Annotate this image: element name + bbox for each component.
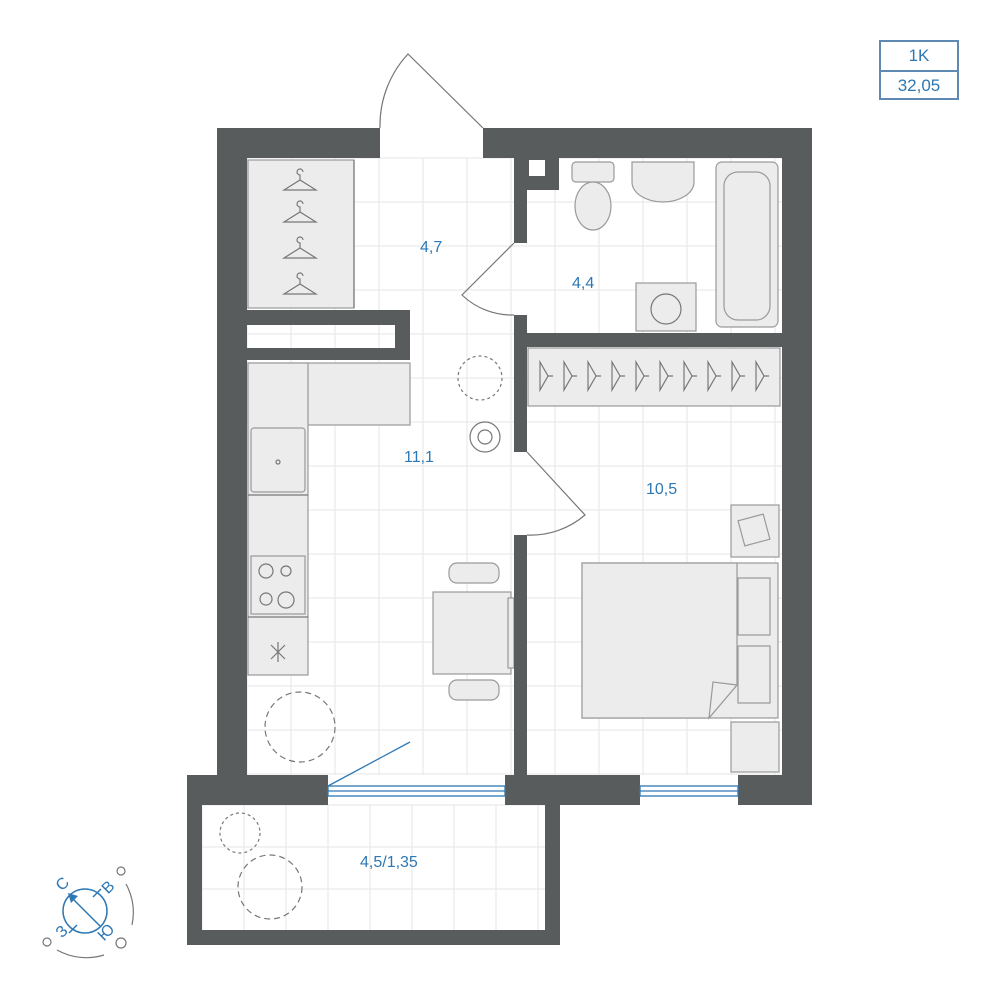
room-area-hallway: 4,7 [420, 239, 442, 256]
apartment-badge: 1K 32,05 [879, 40, 959, 100]
apartment-area: 32,05 [897, 76, 941, 95]
door-swings [379, 53, 586, 536]
dining-table [432, 562, 515, 701]
room-area-balcony: 4,5/1,35 [360, 854, 418, 871]
kitchen-counter [247, 362, 411, 676]
windows [327, 741, 739, 797]
walls [187, 128, 812, 945]
toilet-icon [571, 161, 615, 183]
washing-machine-icon [635, 282, 697, 332]
bedroom-wardrobe [527, 347, 781, 407]
sun-icon [42, 866, 127, 949]
bathroom-fixtures [571, 161, 779, 332]
room-area-bedroom: 10,5 [646, 481, 677, 498]
room-area-bathroom: 4,4 [572, 275, 594, 292]
bed [581, 562, 779, 720]
plant-icon [219, 355, 503, 920]
compass-east: В [99, 878, 119, 898]
north-arrow-icon [68, 893, 78, 903]
wardrobe [247, 159, 355, 309]
compass-north: С [53, 874, 73, 894]
nightstand [730, 721, 780, 773]
room-area-kitchen-living: 11,1 [404, 449, 434, 466]
washbasin-icon [631, 161, 695, 203]
hanger-icon [281, 168, 319, 295]
stove-icon [250, 555, 306, 615]
compass: С В Ю З [42, 866, 134, 959]
apartment-type: 1K [881, 42, 957, 72]
fridge-icon [270, 642, 286, 662]
